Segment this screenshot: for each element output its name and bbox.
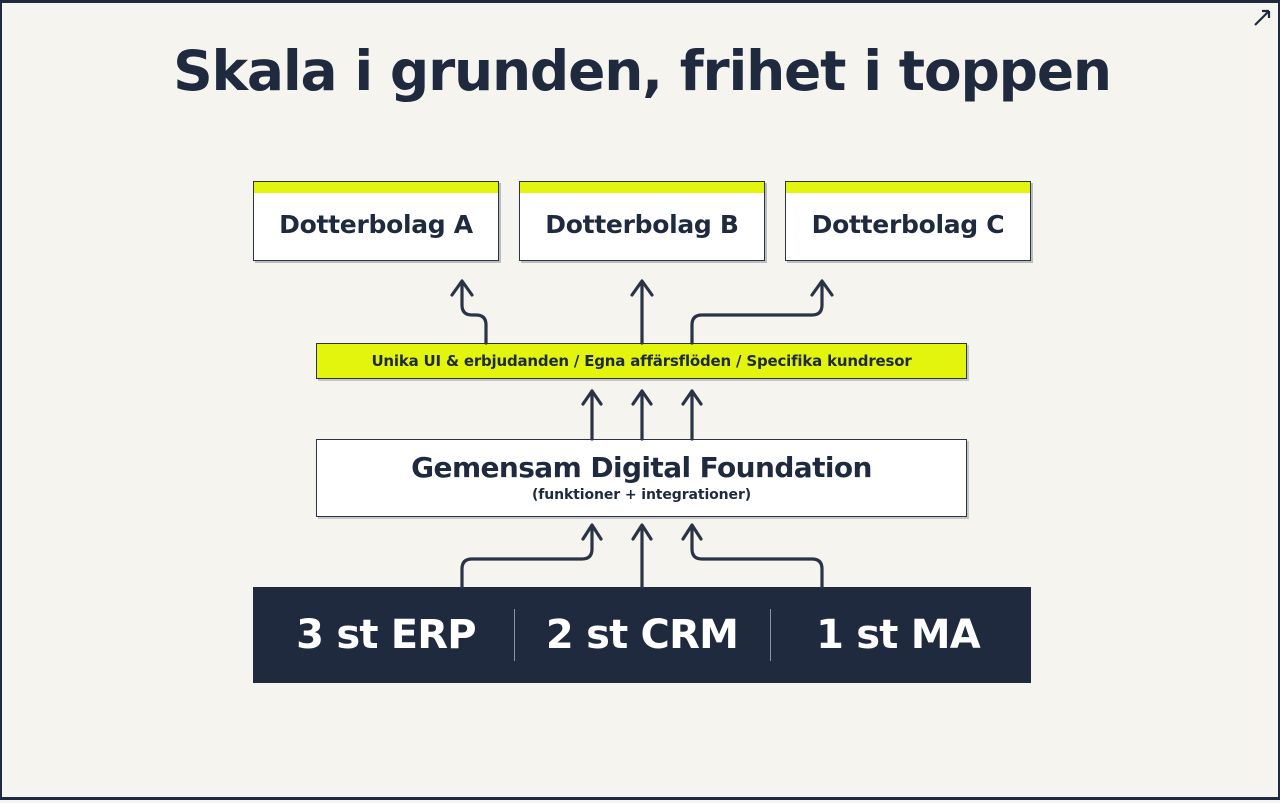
page-title: Skala i grunden, frihet i toppen (173, 39, 1112, 103)
connector-diff-to-subsidiary-b (630, 279, 654, 345)
subsidiary-box-a[interactable]: Dotterbolag A (253, 181, 499, 261)
system-item-crm: 2 st CRM (545, 612, 739, 658)
subsidiary-box-b[interactable]: Dotterbolag B (519, 181, 765, 261)
foundation-title: Gemensam Digital Foundation (411, 450, 872, 484)
accent-cap (520, 182, 764, 193)
connector-foundation-to-diff-center (631, 389, 653, 441)
subsidiary-box-c[interactable]: Dotterbolag C (785, 181, 1031, 261)
system-item-ma: 1 st MA (816, 612, 981, 658)
accent-cap (254, 182, 498, 193)
connector-arrows (450, 279, 834, 589)
connector-systems-to-foundation-crm (631, 523, 653, 589)
system-divider (769, 609, 771, 661)
connector-foundation-to-diff-right (681, 389, 703, 441)
subsidiary-label: Dotterbolag A (279, 210, 473, 239)
diagonal-arrow-icon[interactable] (1249, 5, 1275, 31)
connector-systems-to-foundation-ma (681, 523, 824, 589)
accent-cap (786, 182, 1030, 193)
systems-bar[interactable]: 3 st ERP 2 st CRM 1 st MA (253, 587, 1031, 683)
connector-systems-to-foundation-erp (460, 523, 603, 589)
subsidiary-label: Dotterbolag B (545, 210, 739, 239)
subsidiary-label: Dotterbolag C (811, 210, 1005, 239)
connector-diff-to-subsidiary-a (450, 279, 488, 345)
differentiation-bar[interactable]: Unika UI & erbjudanden / Egna affärsflöd… (316, 343, 967, 379)
system-divider (513, 609, 515, 661)
connector-diff-to-subsidiary-c (690, 279, 834, 345)
connector-foundation-to-diff-left (581, 389, 603, 441)
system-item-erp: 3 st ERP (296, 612, 476, 658)
foundation-box[interactable]: Gemensam Digital Foundation (funktioner … (316, 439, 967, 517)
foundation-subtitle: (funktioner + integrationer) (531, 487, 752, 504)
